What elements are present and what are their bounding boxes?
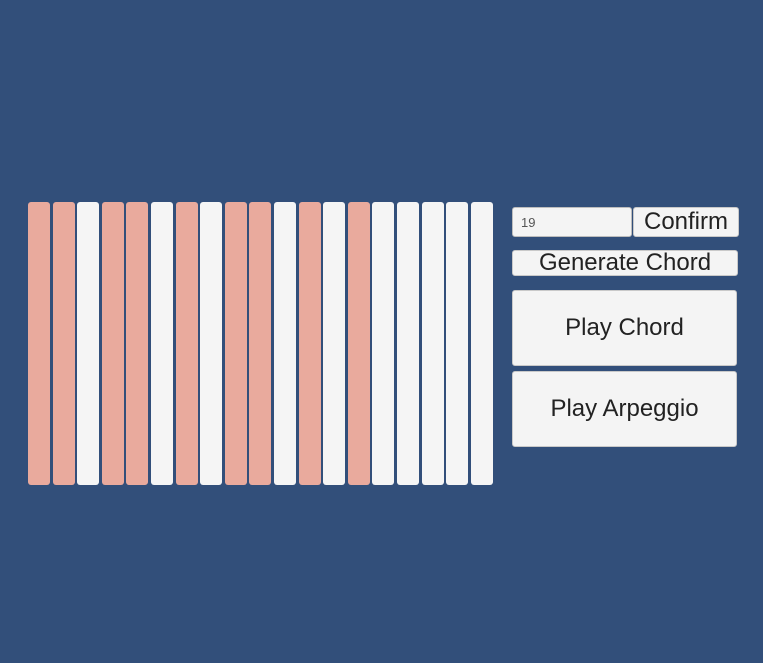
generate-chord-button[interactable]: Generate Chord — [512, 250, 738, 276]
key-bar[interactable] — [249, 202, 271, 485]
key-bar[interactable] — [102, 202, 124, 485]
key-bar[interactable] — [77, 202, 99, 485]
key-bar[interactable] — [299, 202, 321, 485]
key-bar[interactable] — [176, 202, 198, 485]
key-bar[interactable] — [225, 202, 247, 485]
key-bar[interactable] — [274, 202, 296, 485]
key-bar[interactable] — [200, 202, 222, 485]
confirm-button[interactable]: Confirm — [633, 207, 739, 237]
key-bar[interactable] — [422, 202, 444, 485]
key-bar[interactable] — [53, 202, 75, 485]
key-bar[interactable] — [397, 202, 419, 485]
key-bar[interactable] — [372, 202, 394, 485]
key-bar[interactable] — [348, 202, 370, 485]
note-count-input[interactable] — [512, 207, 632, 237]
play-chord-button[interactable]: Play Chord — [512, 290, 737, 366]
play-arpeggio-button[interactable]: Play Arpeggio — [512, 371, 737, 447]
key-bar[interactable] — [126, 202, 148, 485]
key-bar[interactable] — [28, 202, 50, 485]
key-bar[interactable] — [471, 202, 493, 485]
key-bar[interactable] — [323, 202, 345, 485]
key-strip — [28, 202, 496, 485]
key-bar[interactable] — [446, 202, 468, 485]
key-bar[interactable] — [151, 202, 173, 485]
